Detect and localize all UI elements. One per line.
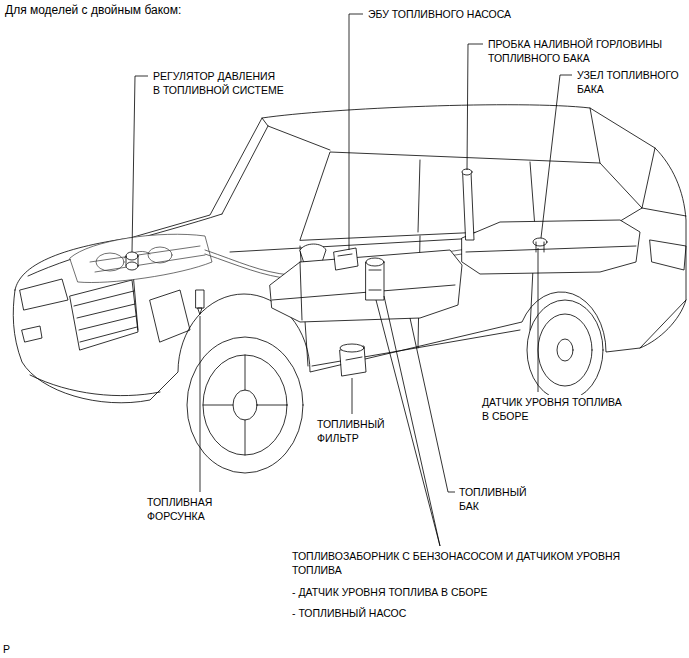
part-label: ТОПЛИВНЫЙ БАК (458, 485, 528, 513)
filler-neck (463, 172, 474, 240)
part-label: ТОПЛИВНЫЙ ФИЛЬТР (316, 417, 386, 445)
part-label: УЗЕЛ ТОПЛИВНОГО БАКА (576, 68, 680, 96)
part-label: ЭБУ ТОПЛИВНОГО НАСОСА (367, 7, 512, 21)
leader-lines (132, 14, 572, 546)
sender-gauge (533, 238, 547, 252)
pressure-regulator (126, 252, 138, 270)
sub-part-label: - ДАТЧИК УРОВНЯ ТОПЛИВА В СБОРЕ (291, 585, 489, 599)
fuel-tank (270, 250, 462, 322)
page-code: P (2, 642, 11, 656)
pump-ecu (334, 248, 358, 270)
part-label: ТОПЛИВНАЯ ФОРСУНКА (146, 495, 213, 523)
fuel-pump (366, 258, 384, 300)
engine (70, 234, 212, 282)
fuel-injector (196, 290, 204, 314)
rear-wheel (527, 300, 603, 400)
fuel-filter (340, 344, 366, 376)
part-label: ДАТЧИК УРОВНЯ ТОПЛИВА В СБОРЕ (481, 395, 623, 423)
part-label: ТОПЛИВОЗАБОРНИК С БЕНЗОНАСОСОМ И ДАТЧИКО… (291, 549, 621, 577)
sub-part-label: - ТОПЛИВНЫЙ НАСОС (291, 606, 407, 620)
heading: Для моделей с двойным баком: (4, 3, 182, 18)
car-body (13, 105, 686, 403)
part-label: РЕГУЛЯТОР ДАВЛЕНИЯ В ТОПЛИВНОЙ СИСТЕМЕ (152, 69, 285, 97)
sub-fuel-tank (462, 220, 640, 274)
part-label: ПРОБКА НАЛИВНОЙ ГОРЛОВИНЫ ТОПЛИВНОГО БАК… (487, 37, 663, 65)
front-wheel (187, 337, 303, 473)
